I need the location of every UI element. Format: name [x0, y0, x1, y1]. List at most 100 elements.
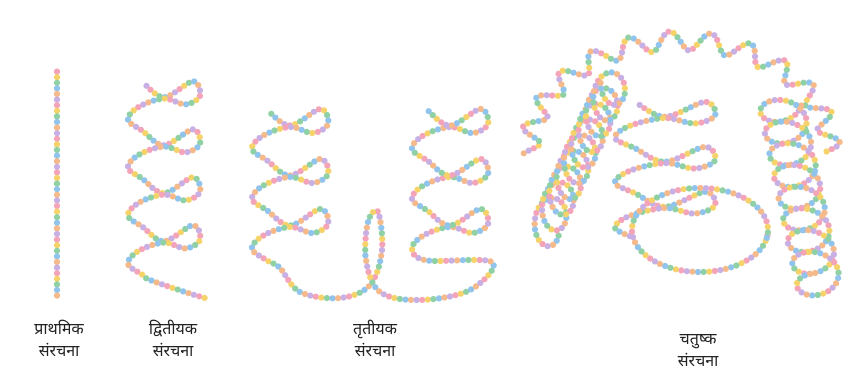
- amino-acid-bead: [793, 206, 799, 212]
- amino-acid-bead: [54, 270, 60, 276]
- amino-acid-bead: [583, 157, 589, 163]
- amino-acid-bead: [293, 175, 299, 181]
- amino-acid-bead: [658, 160, 664, 166]
- amino-acid-bead: [168, 145, 174, 151]
- amino-acid-bead: [583, 113, 589, 119]
- amino-acid-bead: [430, 296, 436, 302]
- amino-acid-bead: [391, 295, 397, 301]
- amino-acid-bead: [585, 124, 591, 130]
- amino-acid-bead: [689, 269, 695, 275]
- amino-acid-bead: [562, 166, 568, 172]
- amino-acid-bead: [187, 244, 193, 250]
- amino-acid-bead: [335, 295, 341, 301]
- amino-acid-bead: [379, 236, 385, 242]
- amino-acid-bead: [576, 180, 582, 186]
- amino-acid-bead: [467, 180, 473, 186]
- amino-acid-bead: [54, 136, 60, 142]
- amino-acid-bead: [397, 296, 403, 302]
- amino-acid-bead: [434, 227, 440, 233]
- amino-acid-bead: [287, 224, 293, 230]
- amino-acid-bead: [771, 176, 777, 182]
- amino-acid-bead: [790, 82, 796, 88]
- amino-acid-bead: [151, 98, 157, 104]
- amino-acid-bead: [461, 228, 467, 234]
- amino-acid-bead: [148, 194, 154, 200]
- amino-acid-bead: [607, 117, 613, 123]
- amino-acid-bead: [341, 294, 347, 300]
- amino-acid-bead: [687, 120, 693, 126]
- amino-acid-bead: [367, 214, 373, 220]
- amino-acid-bead: [156, 96, 162, 102]
- amino-acid-bead: [540, 196, 546, 202]
- amino-acid-bead: [54, 203, 60, 209]
- amino-acid-bead: [362, 252, 368, 258]
- amino-acid-bead: [466, 230, 472, 236]
- amino-acid-bead: [629, 229, 635, 235]
- amino-acid-bead: [362, 247, 368, 253]
- amino-acid-bead: [54, 85, 60, 91]
- amino-acid-bead: [426, 258, 432, 264]
- amino-acid-bead: [807, 105, 813, 111]
- amino-acid-bead: [784, 61, 790, 67]
- amino-acid-bead: [835, 270, 841, 276]
- amino-acid-bead: [784, 82, 790, 88]
- amino-acid-bead: [605, 109, 611, 115]
- amino-acid-bead: [550, 242, 556, 248]
- amino-acid-bead: [187, 223, 193, 229]
- amino-acid-bead: [622, 85, 628, 91]
- amino-acid-bead: [452, 292, 458, 298]
- amino-acid-bead: [714, 186, 720, 192]
- amino-acid-bead: [563, 171, 569, 177]
- amino-acid-bead: [202, 295, 208, 301]
- amino-acid-bead: [763, 218, 769, 224]
- amino-acid-bead: [186, 80, 192, 86]
- amino-acid-bead: [794, 228, 800, 234]
- amino-acid-bead: [488, 258, 494, 264]
- amino-acid-bead: [316, 106, 322, 112]
- amino-acid-bead: [525, 120, 531, 126]
- amino-acid-bead: [276, 176, 282, 182]
- amino-acid-bead: [54, 276, 60, 282]
- amino-acid-bead: [378, 225, 384, 231]
- amino-acid-bead: [632, 121, 638, 127]
- amino-acid-bead: [812, 157, 818, 163]
- primary-structure-chain: [54, 69, 60, 299]
- amino-acid-bead: [154, 279, 160, 285]
- amino-acid-bead: [318, 295, 324, 301]
- amino-acid-bead: [685, 165, 691, 171]
- amino-acid-bead: [293, 125, 299, 131]
- amino-acid-bead: [435, 126, 441, 132]
- amino-acid-bead: [533, 232, 539, 238]
- amino-acid-bead: [364, 225, 370, 231]
- amino-acid-bead: [163, 144, 169, 150]
- primary-label-line2: संरचना: [0, 340, 118, 362]
- amino-acid-bead: [669, 161, 675, 167]
- amino-acid-bead: [54, 153, 60, 159]
- amino-acid-bead: [365, 219, 371, 225]
- amino-acid-bead: [54, 242, 60, 248]
- amino-acid-bead: [834, 264, 840, 270]
- amino-acid-bead: [172, 98, 178, 104]
- amino-acid-bead: [817, 268, 823, 274]
- amino-acid-bead: [54, 225, 60, 231]
- amino-acid-bead: [622, 91, 628, 97]
- amino-acid-bead: [160, 240, 166, 246]
- amino-acid-bead: [694, 210, 700, 216]
- amino-acid-bead: [365, 269, 371, 275]
- amino-acid-bead: [54, 80, 60, 86]
- amino-acid-bead: [374, 269, 380, 275]
- amino-acid-bead: [485, 119, 491, 125]
- amino-acid-bead: [54, 125, 60, 131]
- amino-acid-bead: [460, 257, 466, 263]
- amino-acid-bead: [472, 230, 478, 236]
- amino-acid-bead: [590, 99, 596, 105]
- amino-acid-bead: [363, 236, 369, 242]
- amino-acid-bead: [175, 287, 181, 293]
- amino-acid-bead: [576, 132, 582, 138]
- amino-acid-bead: [54, 74, 60, 80]
- amino-acid-bead: [196, 227, 202, 233]
- amino-acid-bead: [125, 210, 131, 216]
- amino-acid-bead: [554, 179, 560, 185]
- amino-acid-bead: [180, 197, 186, 203]
- amino-acid-bead: [565, 68, 571, 74]
